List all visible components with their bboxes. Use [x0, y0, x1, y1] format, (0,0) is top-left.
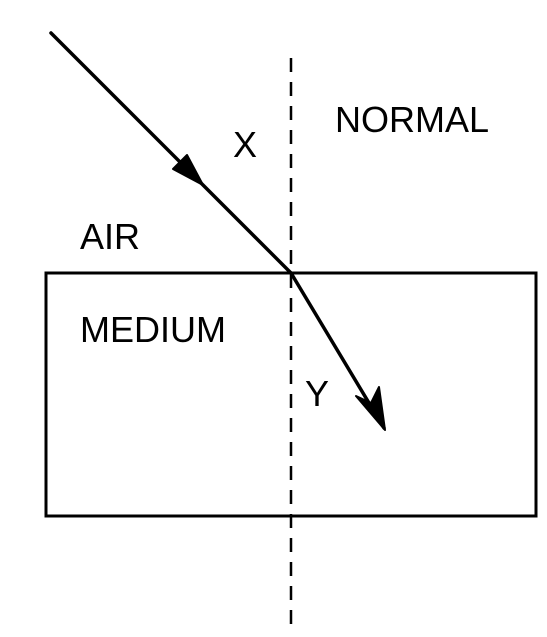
incident-arrowhead-icon	[172, 154, 204, 186]
air-label: AIR	[80, 216, 140, 257]
angle-x-label: X	[233, 124, 257, 165]
medium-label: MEDIUM	[80, 309, 226, 350]
normal-label: NORMAL	[335, 99, 489, 140]
incident-ray	[49, 31, 293, 275]
refracted-arrowhead-icon	[355, 386, 386, 431]
angle-y-label: Y	[305, 373, 329, 414]
